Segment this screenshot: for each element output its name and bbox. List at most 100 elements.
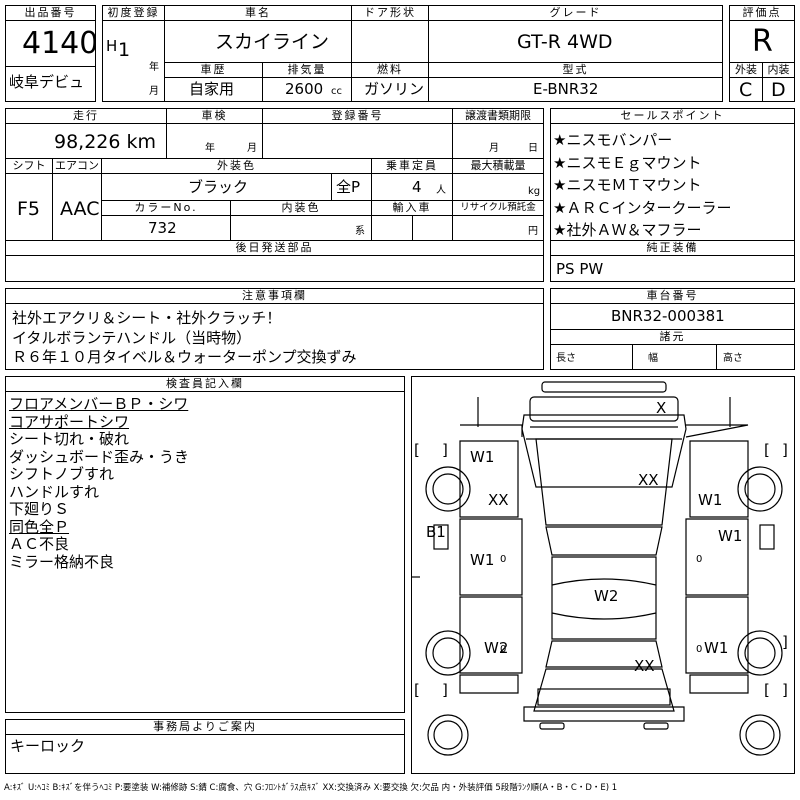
- inspector-item: 下廻りＳ: [9, 500, 70, 518]
- lot-number-label: 出品番号: [5, 5, 96, 21]
- height-label: 高さ: [723, 353, 743, 364]
- car-name: スカイライン: [215, 31, 330, 53]
- score-value: R: [752, 24, 773, 59]
- sales-point-item: ★ニスモバンパー: [553, 131, 673, 149]
- height-cell: 高さ: [716, 344, 795, 370]
- mark-left-front-fender-zone: XX: [488, 491, 509, 509]
- inspector-item: シート切れ・破れ: [9, 430, 130, 448]
- sales-point-item: ★ＡＲＣインタークーラー: [553, 198, 732, 217]
- grade-label: グレード: [428, 5, 723, 21]
- roof: [551, 556, 657, 640]
- ac-value: AAC: [60, 198, 100, 220]
- fuel-label: 燃料: [351, 62, 429, 78]
- mark-right-rear-door: W1: [704, 639, 729, 657]
- notes-cell: 社外エアクリ＆シート・社外クラッチ！ イタルボランテハンドル（当時物） Ｒ６年１…: [5, 303, 544, 370]
- registration-label: 登録番号: [262, 108, 453, 124]
- paint-cell: 全P: [331, 173, 372, 201]
- sales-point-item: ★ニスモＭＴマウント: [553, 176, 702, 194]
- displacement-unit: cc: [331, 86, 342, 97]
- inspection-cell: 年 月: [166, 123, 263, 159]
- interior-value: D: [771, 79, 786, 101]
- displacement-cell: 2600 cc: [262, 77, 352, 102]
- fuel-value: ガソリン: [364, 80, 425, 98]
- mileage-value: 98,226 km: [54, 131, 157, 153]
- fuel-cell: ガソリン: [351, 77, 429, 102]
- inspector-cell: フロアメンバーＢＰ・シワ コアサポートシワ シート切れ・破れ ダッシュボード歪み…: [5, 391, 405, 713]
- inspector-item: ダッシュボード歪み・うき: [9, 447, 190, 466]
- right-rear-quarter: [689, 674, 749, 694]
- capacity-unit: 人: [436, 185, 446, 196]
- registration-cell: [262, 123, 453, 159]
- mark-left-door-zero-2: 0: [500, 644, 507, 655]
- mileage-cell: 98,226 km: [5, 123, 167, 159]
- lot-number: 4140: [22, 26, 96, 61]
- mark-left-rear-door: W2: [484, 639, 509, 657]
- office-value: キーロック: [10, 737, 86, 755]
- car-name-label: 車名: [164, 5, 352, 21]
- inspector-list: フロアメンバーＢＰ・シワ コアサポートシワ シート切れ・破れ ダッシュボード歪み…: [9, 395, 190, 571]
- capacity-value: 4: [412, 178, 422, 196]
- office-cell: キーロック: [5, 734, 405, 774]
- capacity-label: 乗車定員: [371, 158, 453, 174]
- rear-panel: [523, 706, 685, 722]
- shift-cell: F5: [5, 173, 53, 241]
- roof-curve-top: [551, 578, 657, 586]
- color-no-cell: 732: [101, 215, 231, 241]
- inspector-item: ＡＣ不良: [9, 535, 70, 553]
- capacity-cell: 4 人: [371, 173, 453, 201]
- first-registration-cell: H 1 年 月: [102, 20, 165, 102]
- score-cell: R: [729, 20, 795, 63]
- width-cell: 幅: [632, 344, 717, 370]
- sales-points-list: ★ニスモバンパー ★ニスモＥｇマウント ★ニスモＭＴマウント ★ＡＲＣインターク…: [553, 129, 732, 240]
- rear-bumper: [537, 688, 671, 706]
- left-rear-quarter: [459, 674, 519, 694]
- bracket-right-rear-close: ]: [782, 681, 788, 699]
- history-cell: 自家用: [164, 77, 263, 102]
- bracket-right-mid-close: ]: [782, 633, 788, 651]
- displacement-label: 排気量: [262, 62, 352, 78]
- shift-label: シフト: [5, 158, 53, 174]
- width-label: 幅: [648, 353, 658, 364]
- rear-light-left: [539, 722, 565, 730]
- mark-hood-xx: XX: [638, 471, 659, 489]
- mark-front-x: X: [656, 399, 667, 417]
- wheel-right-front: [737, 466, 783, 512]
- history-label: 車歴: [164, 62, 263, 78]
- sales-point-item: ★社外ＡＷ＆マフラー: [553, 221, 702, 239]
- exterior-cell: C: [729, 77, 763, 102]
- import-cell-a: [371, 215, 413, 241]
- mark-left-front-door: W1: [470, 551, 495, 569]
- equipment-label: 純正装備: [550, 240, 795, 256]
- note-line: 社外エアクリ＆シート・社外クラッチ！: [12, 309, 282, 327]
- bracket-right-front-open: [: [764, 441, 770, 459]
- mark-left-front-fender: W1: [470, 448, 495, 466]
- hood-grille: [526, 426, 682, 440]
- left-side: [459, 440, 519, 518]
- interior-color-cell: 系: [230, 215, 372, 241]
- shift-value: F5: [17, 198, 41, 220]
- debut-cell: 岐阜デビュ: [5, 66, 96, 102]
- sales-points-cell: ★ニスモバンパー ★ニスモＥｇマウント ★ニスモＭＴマウント ★ＡＲＣインターク…: [550, 123, 795, 241]
- spare-wheel: [427, 714, 469, 756]
- mark-trunk-xx: XX: [634, 657, 655, 675]
- mark-roof: W2: [594, 587, 619, 605]
- car-diagram: [412, 381, 783, 756]
- mark-right-front-door: W1: [718, 527, 743, 545]
- month-unit: 月: [149, 86, 159, 97]
- era-mark: H: [106, 37, 118, 55]
- door-label: ドア形状: [351, 5, 429, 21]
- recycle-label: リサイクル預託金: [452, 200, 544, 216]
- inspector-label: 検査員記入欄: [5, 376, 405, 392]
- mark-left-door-zero-1: 0: [500, 554, 507, 565]
- first-registration-label: 初度登録: [102, 5, 165, 21]
- windshield: [545, 526, 663, 556]
- equipment-value: PS PW: [556, 260, 604, 278]
- load-label: 最大積載量: [452, 158, 544, 174]
- bracket-left-rear-close: ]: [442, 681, 448, 699]
- front-bumper: [541, 381, 667, 393]
- paint-value: 全P: [336, 178, 361, 196]
- bracket-left-front-close: ]: [442, 441, 448, 459]
- lot-number-cell: 4140: [5, 20, 96, 67]
- score-label: 評価点: [729, 5, 795, 21]
- debut-label: 岐阜デビュ: [9, 73, 85, 91]
